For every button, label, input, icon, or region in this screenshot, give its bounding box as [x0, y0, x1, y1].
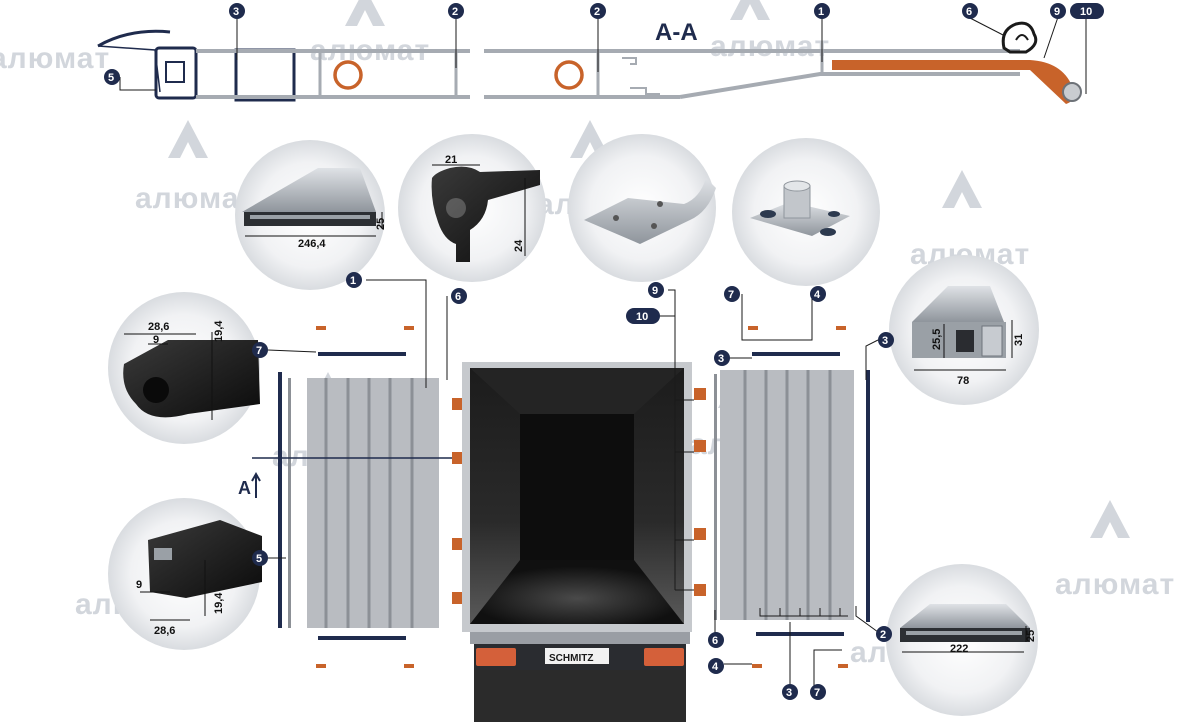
detail-profile-2	[886, 564, 1038, 716]
svg-text:2: 2	[880, 629, 886, 641]
detail-profile-5	[108, 498, 262, 650]
svg-text:10: 10	[636, 311, 648, 323]
callout-2-top-b: 2	[590, 3, 606, 19]
section-mark-left: A	[238, 478, 251, 498]
callout-3-top: 3	[229, 3, 245, 19]
svg-text:7: 7	[814, 687, 820, 699]
section-label: A-A	[655, 19, 698, 46]
svg-text:3: 3	[233, 6, 239, 18]
callout-10: 10	[626, 308, 660, 324]
watermark-logo-icon	[730, 0, 770, 20]
callout-6-bottom: 6	[708, 632, 724, 648]
callout-1: 1	[346, 272, 362, 288]
detail-profile-3	[889, 255, 1039, 405]
svg-text:9: 9	[1054, 6, 1060, 18]
svg-text:2: 2	[452, 6, 458, 18]
callout-9-top: 9	[1050, 3, 1066, 19]
right-side-panels	[714, 326, 870, 668]
svg-text:6: 6	[966, 6, 972, 18]
dim-p7-height: 19,4	[213, 320, 225, 342]
callout-1-top: 1	[814, 3, 830, 19]
left-side-panels	[278, 326, 439, 668]
watermark-logo-icon	[168, 120, 208, 158]
svg-text:1: 1	[350, 275, 356, 287]
svg-text:10: 10	[1080, 6, 1092, 18]
svg-text:3: 3	[882, 335, 888, 347]
svg-text:5: 5	[108, 72, 114, 84]
trailer-rear	[452, 362, 706, 722]
svg-text:6: 6	[455, 291, 461, 303]
svg-text:4: 4	[814, 289, 821, 301]
detail-plate-9	[568, 134, 716, 282]
callout-10-top: 10	[1070, 3, 1104, 19]
detail-profile-1	[235, 140, 385, 290]
svg-text:4: 4	[712, 661, 719, 673]
callout-3-right: 3	[714, 350, 730, 366]
callout-9: 9	[648, 282, 664, 298]
callout-2-top-a: 2	[448, 3, 464, 19]
svg-text:5: 5	[256, 553, 262, 565]
detail-profile-7	[108, 292, 260, 444]
svg-text:7: 7	[728, 289, 734, 301]
dim-p3-h2: 31	[1013, 334, 1025, 346]
callout-4-bottom: 4	[708, 658, 724, 674]
svg-text:6: 6	[712, 635, 718, 647]
watermark-logo-icon	[345, 0, 385, 26]
dim-p3-width: 78	[957, 375, 969, 387]
callout-6-top: 6	[962, 3, 978, 19]
dim-p1-height: 25	[375, 218, 387, 230]
detail-seal-6	[398, 134, 546, 282]
svg-text:1: 1	[818, 6, 824, 18]
svg-text:3: 3	[786, 687, 792, 699]
callout-5-top: 5	[104, 69, 120, 85]
dim-seal-height: 24	[513, 239, 525, 252]
watermark-logo-icon	[942, 170, 982, 208]
callout-7-bottom: 7	[810, 684, 826, 700]
watermark-logo-icon	[1090, 500, 1130, 538]
dim-p5-width: 28,6	[154, 625, 175, 637]
dim-p1-width: 246,4	[298, 238, 326, 250]
dim-p3-h1: 25,5	[931, 329, 943, 350]
svg-text:2: 2	[594, 6, 600, 18]
dim-p2-height: 25	[1025, 630, 1037, 642]
dim-p5-inner: 9	[136, 579, 142, 591]
callout-7-right-top: 7	[724, 286, 740, 302]
callout-3-bottom: 3	[782, 684, 798, 700]
dim-p5-height: 19,4	[213, 592, 225, 614]
callout-3-far-right: 3	[878, 332, 894, 348]
callout-5-left: 5	[252, 550, 268, 566]
dim-p7-inner: 9	[153, 334, 159, 346]
callout-2-bottom: 2	[876, 626, 892, 642]
svg-text:3: 3	[718, 353, 724, 365]
dim-p2-width: 222	[950, 643, 968, 655]
dim-seal-width: 21	[445, 154, 457, 166]
dim-p7-width: 28,6	[148, 321, 169, 333]
section-aa-drawing	[97, 21, 1082, 104]
svg-text:7: 7	[256, 345, 262, 357]
callout-7-left: 7	[252, 342, 268, 358]
callout-4-right-top: 4	[810, 286, 826, 302]
detail-bracket-4	[732, 138, 880, 286]
svg-text:9: 9	[652, 285, 658, 297]
callout-6: 6	[451, 288, 467, 304]
trailer-plate: SCHMITZ	[549, 653, 593, 664]
